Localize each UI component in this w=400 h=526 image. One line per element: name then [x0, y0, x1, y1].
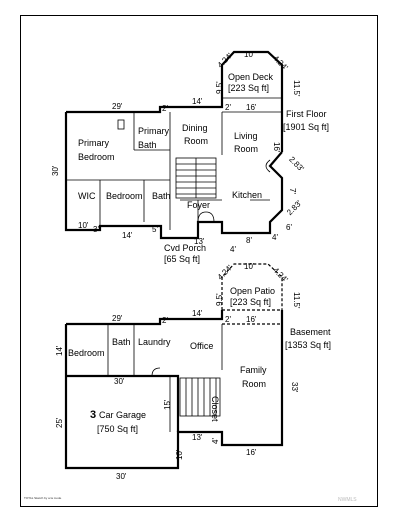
garage-label: Car Garage [99, 410, 146, 420]
cvd-porch-area: [65 Sq ft] [164, 254, 200, 264]
bdim-left-upper: 14' [55, 345, 64, 356]
bdim-top-middle: 14' [192, 309, 203, 318]
primary-bedroom-label-2: Bedroom [78, 152, 115, 162]
bdim-patio-angle-right: 4.24' [271, 266, 290, 285]
bdim-top-right: 16' [246, 315, 257, 324]
dim-left: 30' [51, 165, 60, 176]
bdim-right: 33' [290, 382, 299, 393]
bdim-jog-left: 2' [162, 316, 168, 325]
bedroom-label: Bedroom [106, 191, 143, 201]
bdim-top-left: 29' [112, 314, 123, 323]
closet-label: Closet [210, 396, 220, 422]
first-floor-plan [64, 50, 284, 240]
basement-area: [1353 Sq ft] [285, 340, 331, 350]
bdim-garage-side: 10' [175, 449, 184, 460]
cvd-porch-label: Cvd Porch [164, 243, 206, 253]
watermark: NWMLS [338, 497, 357, 503]
bdim-closet: 15' [163, 399, 172, 410]
open-patio-area: [223 Sq ft] [230, 297, 271, 307]
open-patio-outline [221, 263, 283, 325]
garage-wall [66, 374, 180, 432]
bdim-bottom-right: 16' [246, 448, 257, 457]
wic-label: WIC [78, 191, 96, 201]
basement-plan [64, 263, 284, 470]
dim-porch-right: 4' [230, 245, 236, 254]
primary-bedroom-label-1: Primary [78, 138, 109, 148]
basement-title: Basement [290, 327, 331, 337]
bath-label: Bath [152, 191, 171, 201]
dim-bottom-jog-right: 4' [272, 233, 278, 242]
dim-bottom-left: 10' [78, 221, 89, 230]
dim-top-left: 29' [112, 102, 123, 111]
dim-deck-top: 10' [244, 50, 255, 59]
living-room-label-1: Living [234, 131, 258, 141]
first-floor-interior-walls [66, 112, 270, 230]
foyer-door-icon [197, 211, 215, 223]
primary-bath-label-2: Bath [138, 140, 157, 150]
first-floor-stairs [175, 157, 217, 199]
dim-bay-upper: 2.83' [287, 155, 306, 174]
bdim-garage-left: 25' [55, 417, 64, 428]
bdim-garage-top: 30' [114, 377, 125, 386]
bdim-jog-right: 2' [225, 315, 231, 324]
first-floor-area: [1901 Sq ft] [283, 122, 329, 132]
open-deck-outline [222, 97, 282, 113]
first-floor-title: First Floor [286, 109, 327, 119]
dim-top-middle: 14' [192, 97, 203, 106]
dim-bottom-middle: 14' [122, 231, 133, 240]
dim-deck-right: 11.5' [292, 80, 301, 97]
primary-bath-label-1: Primary [138, 126, 169, 136]
dim-deck-left: 9.5' [215, 81, 224, 94]
bdim-garage-bottom: 30' [116, 472, 127, 481]
bdim-patio-right: 11.5' [292, 292, 301, 309]
bdim-bottom-middle: 13' [192, 433, 203, 442]
dim-bottom-jog: 3' [93, 225, 99, 234]
page-border [20, 15, 378, 507]
laundry-label: Laundry [138, 337, 171, 347]
kitchen-label: Kitchen [232, 190, 262, 200]
basement-door-icon [151, 367, 161, 377]
dim-bay-lower: 2.83' [285, 198, 304, 217]
dim-right-upper: 16' [272, 142, 281, 153]
open-deck-label: Open Deck [228, 72, 274, 82]
footer-note: TOTAL Sketch by a la mode [24, 496, 62, 500]
dim-bay-mid: 7' [288, 188, 297, 194]
open-deck-area: [223 Sq ft] [228, 83, 269, 93]
garage-number: 3 [90, 409, 96, 421]
open-patio-label: Open Patio [230, 286, 275, 296]
basement-stairs [179, 377, 221, 417]
foyer-label: Foyer [187, 200, 210, 210]
basement-outer-wall [64, 310, 284, 470]
dining-room-label-1: Dining [182, 123, 208, 133]
bdim-patio-top: 10' [244, 262, 255, 271]
dim-bottom-right: 8' [246, 236, 252, 245]
family-room-label-2: Room [242, 379, 266, 389]
dim-right-lower: 6' [286, 223, 292, 232]
porch-door-icon [265, 159, 271, 173]
living-room-label-2: Room [234, 144, 258, 154]
office-label: Office [190, 341, 213, 351]
family-room-label-1: Family [240, 365, 267, 375]
dim-porch-bottom: 13' [194, 237, 205, 246]
dining-room-label-2: Room [184, 136, 208, 146]
basement-bedroom-label: Bedroom [68, 348, 105, 358]
dim-jog-right: 2' [225, 103, 231, 112]
first-floor-outer-wall [64, 50, 284, 240]
dim-deck-angle-right: 4.24' [271, 54, 290, 73]
tub-icon [117, 119, 125, 130]
dim-top-right: 16' [246, 103, 257, 112]
garage-area: [750 Sq ft] [97, 424, 138, 434]
basement-bath-label: Bath [112, 337, 131, 347]
bdim-bottom-jog: 4' [211, 438, 220, 444]
dim-jog-left: 2' [162, 104, 168, 113]
bdim-patio-angle-left: 4.24' [216, 263, 235, 282]
bdim-patio-left: 9.5' [215, 293, 224, 306]
dim-porch-side: 5' [152, 225, 158, 234]
